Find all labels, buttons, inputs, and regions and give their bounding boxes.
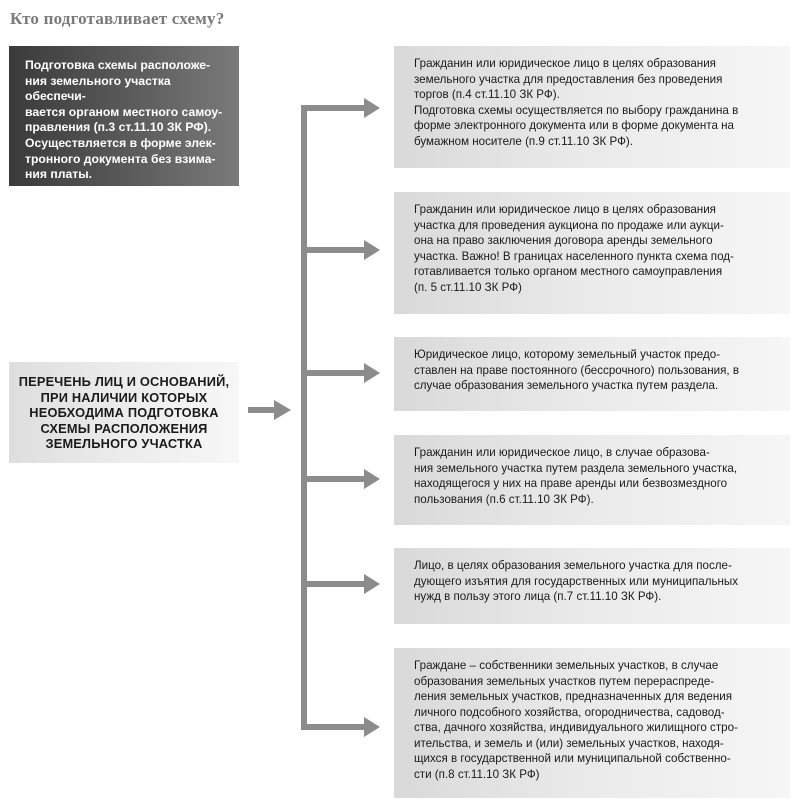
case-line: бумажном носителе (п.9 ст.11.10 ЗК РФ). [414, 134, 633, 148]
branch-arrow-shaft [301, 476, 366, 482]
case-line: форме электронного документа или в форме… [414, 119, 734, 132]
case-line: ительства, и земель и (или) земельных уч… [414, 736, 724, 750]
case-line: случае образования земельного участка пу… [414, 379, 719, 392]
branch-arrow-head [364, 574, 380, 594]
case-box-5: Лицо, в целях образования земельного уча… [394, 548, 790, 624]
branch-arrow-shaft [301, 724, 366, 730]
note-line: ния платы. [25, 167, 92, 182]
case-line: она на право заключения договора аренды … [414, 234, 713, 247]
main-heading-line: ПРИ НАЛИЧИИ КОТОРЫХ [40, 389, 208, 405]
branch-arrow-head [364, 469, 380, 489]
case-line: Граждане – собственники земельных участк… [414, 659, 719, 672]
case-line: готавливается только органом местного са… [414, 265, 723, 278]
main-heading-line: НЕОБХОДИМА ПОДГОТОВКА [29, 405, 219, 421]
main-heading-box: ПЕРЕЧЕНЬ ЛИЦ И ОСНОВАНИЙ, ПРИ НАЛИЧИИ КО… [9, 362, 239, 463]
case-line: Гражданин или юридическое лицо в целях о… [414, 57, 716, 70]
note-box: Подготовка схемы расположе- ния земельно… [9, 46, 239, 186]
case-line: сти (п.8 ст.11.10 ЗК РФ) [414, 767, 540, 781]
case-line: ления земельных участков, предназначенны… [414, 690, 733, 703]
note-line: ния земельного участка обеспечи- [25, 73, 171, 104]
page-title: Кто подготавливает схему? [10, 9, 225, 28]
case-box-1: Гражданин или юридическое лицо в целях о… [394, 46, 790, 168]
case-line: дующего изъятия для государственных или … [414, 574, 739, 588]
main-heading-line: ЗЕМЕЛЬНОГО УЧАСТКА [45, 436, 203, 452]
case-line: Юридическое лицо, которому земельный уча… [414, 348, 721, 361]
case-line: ства, дачного хозяйства, индивидуального… [414, 721, 738, 734]
case-line: Лицо, в целях образования земельного уча… [414, 559, 732, 572]
case-line: личного подсобного хозяйства, огородниче… [414, 705, 725, 719]
case-box-4: Гражданин или юридическое лицо, в случае… [394, 435, 790, 525]
note-line: Подготовка схемы расположе- [25, 58, 211, 72]
branch-arrow-shaft [301, 105, 366, 111]
case-line: Гражданин или юридическое лицо, в случае… [414, 446, 710, 459]
case-line: участка для проведения аукциона по прода… [414, 218, 724, 232]
note-line: Осуществляется в форме элек- [25, 135, 216, 150]
branch-arrow-shaft [301, 247, 366, 253]
case-line: пользования (п.6 ст.11.10 ЗК РФ). [414, 492, 594, 506]
trunk-line [301, 105, 307, 730]
case-line: находящегося у них на праве аренды или б… [414, 477, 728, 490]
note-line: тронного документа без взима- [25, 151, 216, 166]
case-line: Подготовка схемы осуществляется по выбор… [414, 103, 739, 117]
branch-arrow-shaft [301, 581, 366, 587]
note-line: вается органом местного самоу- [25, 104, 223, 119]
main-arrow-head [274, 400, 291, 420]
case-line: ставлен на праве постоянного (бессрочног… [414, 363, 740, 377]
main-heading-line: ПЕРЕЧЕНЬ ЛИЦ И ОСНОВАНИЙ, [18, 374, 230, 389]
case-line: земельного участка для предоставления бе… [414, 72, 723, 86]
main-arrow-shaft [248, 407, 276, 413]
branch-arrow-head [364, 98, 380, 118]
case-line: торгов (п.4 ст.11.10 ЗК РФ). [414, 88, 560, 101]
case-line: щихся в государственной или муниципально… [414, 752, 731, 765]
branch-arrow-head [364, 363, 380, 383]
branch-arrow-head [364, 240, 380, 260]
case-box-2: Гражданин или юридическое лицо в целях о… [394, 192, 790, 314]
case-line: Гражданин или юридическое лицо в целях о… [414, 203, 716, 216]
case-box-3: Юридическое лицо, которому земельный уча… [394, 337, 790, 411]
branch-arrow-shaft [301, 370, 366, 376]
branch-arrow-head [364, 717, 380, 737]
note-line: правления (п.3 ст.11.10 ЗК РФ). [25, 120, 212, 135]
case-box-6: Граждане – собственники земельных участк… [394, 648, 790, 798]
case-line: (п. 5 ст.11.10 ЗК РФ) [414, 280, 522, 294]
case-line: нужд в пользу этого лица (п.7 ст.11.10 З… [414, 590, 662, 603]
case-line: ния земельного участка путем раздела зем… [414, 461, 738, 475]
case-line: участка. Важно! В границах населенного п… [414, 249, 734, 263]
case-line: образования земельных участков путем пер… [414, 674, 715, 688]
main-heading-line: СХЕМЫ РАСПОЛОЖЕНИЯ [40, 420, 208, 436]
